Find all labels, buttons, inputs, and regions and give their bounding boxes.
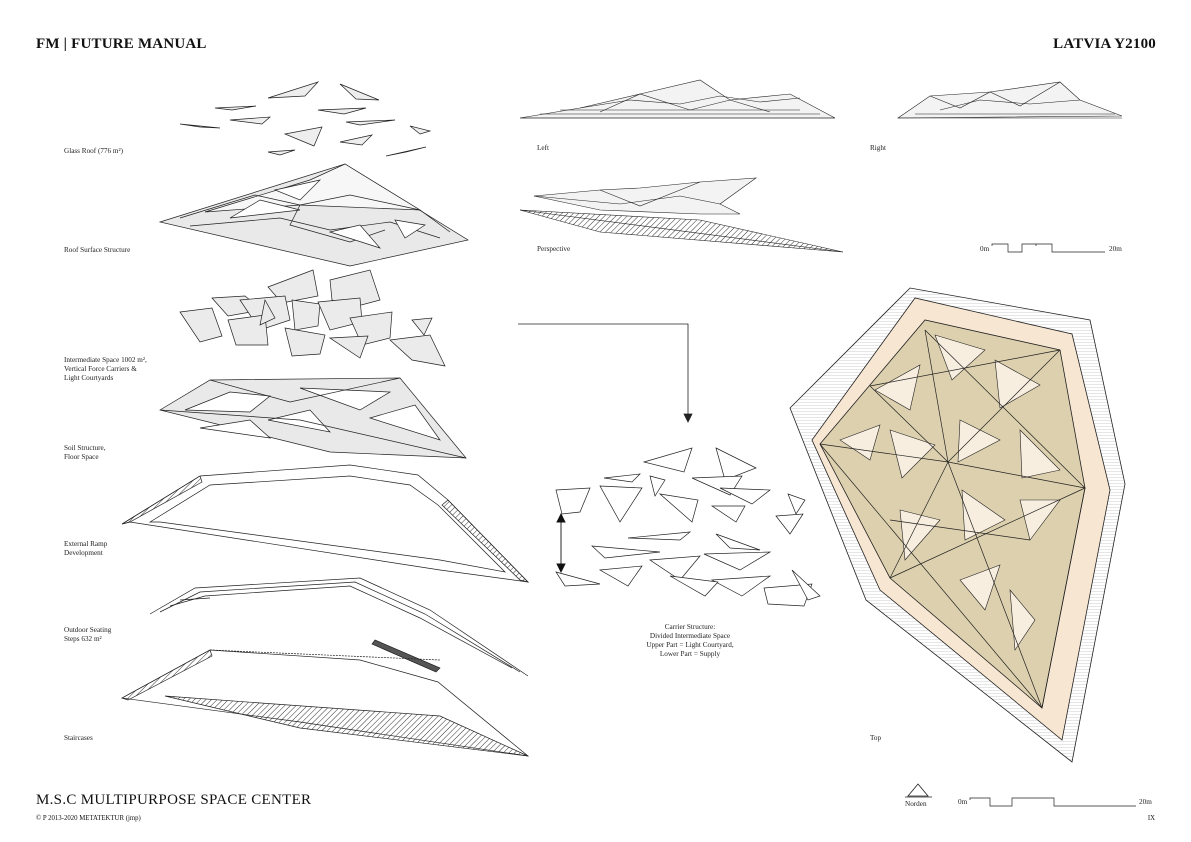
height-arrow — [556, 512, 566, 574]
layer-label-outdoor-seating: Outdoor Seating Steps 632 m² — [64, 626, 112, 643]
scale-bottom-start-label: 0m — [958, 798, 968, 806]
top-plan-drawing — [789, 287, 1126, 763]
scale-top-end-label: 20m — [1109, 245, 1122, 253]
intermediate-space-drawing — [179, 269, 446, 367]
glass-roof-drawing — [179, 81, 432, 157]
soil-structure-drawing — [159, 377, 467, 459]
view-label-right: Right — [870, 144, 886, 152]
page-number: IX — [1147, 815, 1155, 822]
scale-bottom-end-label: 20m — [1139, 798, 1152, 806]
external-ramp-drawing — [121, 464, 530, 583]
layer-label-soil-structure: Soil Structure, Floor Space — [64, 444, 106, 461]
layer-label-external-ramp: External Ramp Development — [64, 540, 108, 557]
header-left-title: FM | FUTURE MANUAL — [36, 36, 207, 52]
view-label-top: Top — [870, 734, 882, 742]
layer-label-intermediate-space: Intermediate Space 1002 m², Vertical For… — [64, 356, 147, 382]
outdoor-seating-drawing — [149, 577, 529, 677]
carrier-caption: Carrier Structure: Divided Intermediate … — [646, 623, 734, 658]
layer-label-glass-roof: Glass Roof (776 m²) — [64, 147, 124, 155]
staircases-drawing — [120, 639, 530, 757]
roof-structure-drawing — [158, 163, 469, 267]
project-title: M.S.C MULTIPURPOSE SPACE CENTER — [36, 792, 312, 808]
left-elevation-drawing — [519, 79, 836, 119]
view-label-perspective: Perspective — [537, 245, 571, 253]
perspective-drawing — [519, 177, 844, 253]
layer-label-roof-structure: Roof Surface Structure — [64, 246, 131, 254]
carrier-structure-drawing — [555, 447, 821, 607]
layer-label-staircases: Staircases — [64, 734, 93, 742]
north-label: Norden — [905, 800, 927, 808]
copyright-text: © P 2013-2020 METATEKTUR (jmp) — [36, 815, 141, 822]
view-label-left: Left — [537, 144, 549, 152]
flow-arrow — [518, 323, 693, 423]
right-elevation-drawing — [897, 81, 1123, 119]
scale-top-start-label: 0m — [980, 245, 990, 253]
scale-bar-top — [991, 243, 1105, 253]
scale-bar-bottom — [969, 797, 1136, 807]
north-arrow — [905, 783, 932, 798]
header-right-title: LATVIA Y2100 — [1053, 36, 1156, 52]
